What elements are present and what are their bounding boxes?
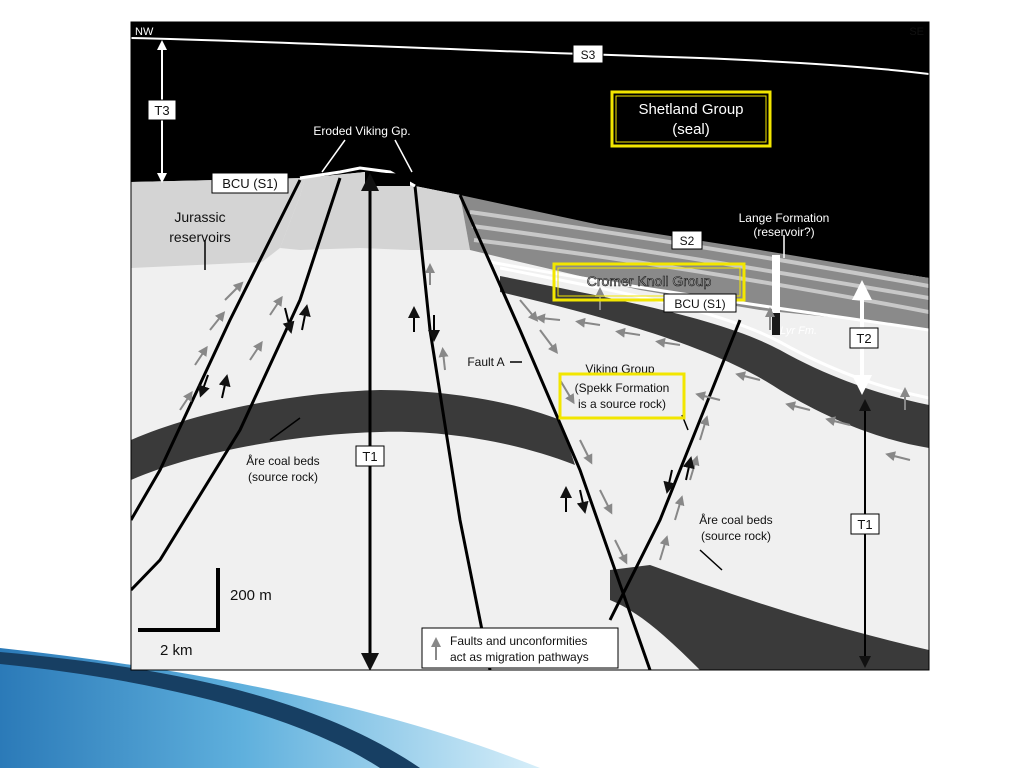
svg-text:Faults and unconformities: Faults and unconformities: [450, 634, 587, 648]
cromer-knoll-label: Cromer Knoll Group: [552, 262, 746, 302]
migration-legend: Faults and unconformities act as migrati…: [421, 627, 619, 669]
t2-label: T2: [849, 327, 879, 349]
svg-text:T3: T3: [154, 103, 169, 118]
jurassic-reservoirs-layer: [131, 178, 305, 268]
lange-line1: Lange Formation: [739, 211, 830, 225]
are-coal-bed-left: [131, 390, 575, 480]
shetland-seal-layer: [131, 22, 929, 278]
lyr-label: Lyr Fm.: [780, 325, 817, 337]
cross-section-body: [131, 22, 929, 670]
spekk-formation-label: (Spekk Formation is a source rock): [558, 372, 686, 420]
are-left-line2: (source rock): [248, 470, 318, 484]
svg-text:T1: T1: [362, 449, 377, 464]
jurassic-line2: reservoirs: [169, 229, 230, 245]
svg-text:(seal): (seal): [672, 121, 710, 138]
fault-a-label: Fault A: [467, 355, 504, 369]
scale-horizontal-label: 2 km: [160, 642, 193, 659]
are-right-line1: Åre coal beds: [699, 512, 772, 527]
scale-bar: [138, 568, 220, 632]
direction-nw-label: NW: [135, 26, 154, 38]
lange-line2: (reservoir?): [753, 225, 814, 239]
t1-right-label: T1: [850, 513, 880, 535]
svg-text:BCU (S1): BCU (S1): [674, 297, 725, 311]
s2-label: S2: [671, 230, 703, 250]
svg-text:act as migration pathways: act as migration pathways: [450, 650, 589, 664]
svg-text:T1: T1: [857, 517, 872, 532]
svg-text:T2: T2: [856, 331, 871, 346]
t1-left-label: T1: [355, 445, 385, 467]
svg-text:is a source rock): is a source rock): [578, 397, 666, 411]
are-left-line1: Åre coal beds: [246, 453, 319, 468]
jurassic-line1: Jurassic: [174, 209, 225, 225]
are-right-line2: (source rock): [701, 529, 771, 543]
are-coal-bed-right: [610, 565, 929, 670]
shetland-group-label: Shetland Group (seal): [610, 90, 772, 148]
t3-label: T3: [147, 99, 177, 121]
svg-text:(Spekk Formation: (Spekk Formation: [575, 381, 670, 395]
bcu-left-label: BCU (S1): [211, 172, 289, 194]
eroded-viking-label: Eroded Viking Gp.: [313, 124, 410, 138]
bcu-right-label: BCU (S1): [663, 293, 737, 313]
svg-text:S2: S2: [680, 234, 695, 248]
svg-text:BCU (S1): BCU (S1): [222, 176, 278, 191]
svg-text:Shetland Group: Shetland Group: [638, 101, 743, 118]
scale-vertical-label: 200 m: [230, 587, 272, 604]
slide-ribbon: [0, 648, 540, 768]
svg-text:S3: S3: [581, 48, 596, 62]
svg-text:Cromer Knoll Group: Cromer Knoll Group: [587, 273, 712, 289]
direction-se-label: SE: [909, 26, 924, 38]
s3-label: S3: [572, 44, 604, 64]
